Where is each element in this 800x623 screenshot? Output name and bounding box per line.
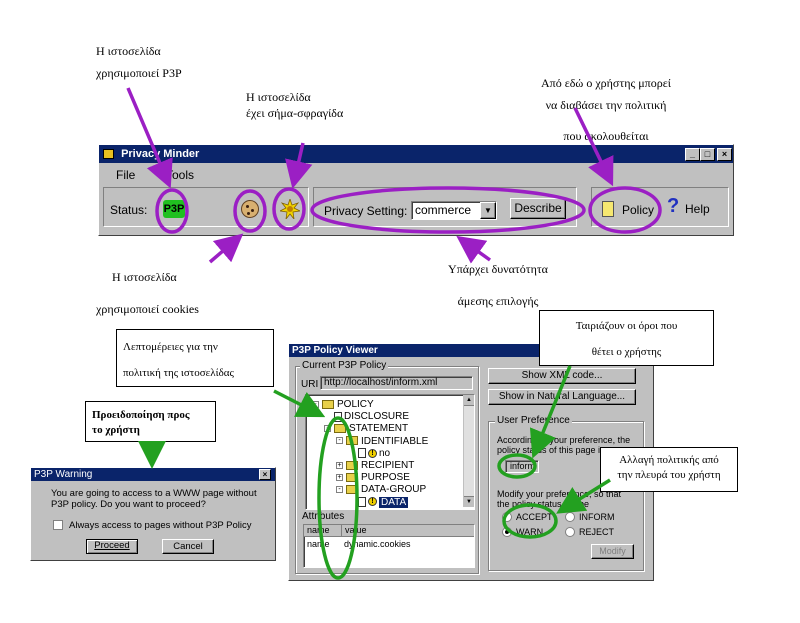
modify-button[interactable]: Modify [591, 544, 634, 559]
folder-icon [322, 399, 334, 409]
radio-accept[interactable] [502, 512, 512, 522]
privacy-setting-label: Privacy Setting: [324, 204, 408, 218]
current-policy-label: Current P3P Policy [300, 360, 389, 371]
show-xml-button[interactable]: Show XML code... [488, 368, 636, 384]
policy-status-field: inform [505, 460, 539, 473]
folder-icon [346, 460, 358, 470]
warning-close-button[interactable]: × [259, 469, 271, 480]
tree-node[interactable]: !no [348, 448, 390, 460]
describe-button[interactable]: Describe [510, 198, 566, 219]
tree-node-label: IDENTIFIABLE [361, 435, 429, 447]
tree-node[interactable]: - STATEMENT [324, 423, 408, 435]
tree-node-label: DATA [379, 496, 409, 508]
collapse-icon[interactable]: - [336, 437, 343, 445]
tree-node[interactable]: - IDENTIFIABLE [336, 436, 428, 448]
collapse-icon[interactable]: - [324, 425, 331, 433]
tree-node[interactable]: DISCLOSURE [324, 411, 409, 423]
status-panel [103, 187, 309, 227]
attributes-table[interactable]: name value name dynamic.cookies [303, 524, 475, 568]
note-policy-change: Αλλαγή πολιτικής από την πλευρά του χρήσ… [600, 447, 738, 492]
cookie-icon[interactable] [241, 200, 259, 218]
collapse-icon[interactable]: - [312, 400, 319, 408]
tree-node[interactable]: + PURPOSE [336, 472, 410, 484]
policy-button[interactable]: Policy [602, 200, 660, 220]
help-button[interactable]: ? Help [667, 195, 710, 217]
annotation-read-policy: Από εδώ ο χρήστης μπορεί να διαβάσει την… [541, 76, 671, 144]
tree-node-label: PURPOSE [361, 472, 410, 484]
minder-title: Privacy Minder [121, 148, 200, 160]
tree-node-label: STATEMENT [349, 423, 409, 435]
document-icon [334, 411, 342, 422]
p3p-icon[interactable]: P3P [163, 200, 185, 218]
tree-node[interactable]: + RECIPIENT [336, 460, 414, 472]
seal-icon[interactable] [278, 197, 302, 221]
radio-accept-label: ACCEPT [516, 512, 553, 522]
tree-scrollbar[interactable]: ▲ ▼ [463, 395, 474, 507]
user-preference-label: User Preference [495, 415, 572, 426]
minimize-button[interactable]: _ [685, 148, 700, 161]
expand-icon[interactable]: + [336, 461, 343, 469]
radio-inform-label: INFORM [579, 512, 615, 522]
maximize-button[interactable]: □ [700, 148, 715, 161]
folder-icon [346, 485, 358, 495]
p3p-warning-dialog: P3P Warning × You are going to access to… [30, 467, 276, 561]
attributes-label: Attributes [302, 511, 345, 522]
document-icon [358, 496, 366, 507]
note-user-warning: Προειδοποίηση προς το χρήστη [85, 401, 216, 442]
close-button[interactable]: × [717, 148, 732, 161]
tree-node[interactable]: - DATA-GROUP [336, 484, 426, 496]
privacy-minder-window: Privacy Minder _ □ × File Tools Status: … [98, 144, 734, 236]
warning-icon: ! [368, 497, 377, 507]
always-access-checkbox[interactable] [53, 520, 63, 530]
folder-icon [346, 436, 358, 446]
annotation-direct-choice: Υπάρχει δυνατότητα άμεσης επιλογής [448, 262, 548, 308]
status-label: Status: [110, 203, 148, 217]
radio-warn-label: WARN [516, 527, 544, 537]
menu-item-file[interactable]: File [116, 168, 136, 182]
folder-icon [334, 424, 346, 434]
always-access-label: Always access to pages without P3P Polic… [69, 520, 252, 531]
modify-text: Modify your preference, so that the poli… [497, 489, 622, 509]
tree-node-label: DISCLOSURE [344, 411, 410, 423]
chevron-down-icon[interactable]: ▼ [480, 202, 496, 219]
tree-node-label: POLICY [337, 399, 374, 410]
uri-field: http://localhost/inform.xml [320, 376, 473, 390]
attr-header-value[interactable]: value [342, 525, 474, 537]
warning-titlebar: P3P Warning [31, 468, 275, 481]
attr-cell-value: dynamic.cookies [344, 539, 411, 549]
note-policy-details: Λεπτομέρειες για την πολιτική της ιστοσε… [116, 329, 274, 387]
cancel-button[interactable]: Cancel [162, 539, 214, 554]
tree-node-label: no [379, 447, 391, 459]
uri-label: URI [301, 379, 319, 390]
tree-node[interactable]: !DATA [348, 496, 409, 509]
attr-cell-name: name [307, 539, 330, 549]
document-icon [358, 448, 366, 459]
menu-item-tools[interactable]: Tools [166, 168, 195, 182]
folder-icon [346, 473, 358, 483]
tree-node-label: DATA-GROUP [361, 484, 427, 496]
annotation-uses-p3p: Η ιστοσελίδα χρησιμοποιεί P3P [96, 44, 182, 80]
proceed-button[interactable]: Proceed [86, 539, 138, 554]
note-terms-match: Ταιριάζουν οι όροι που θέτει ο χρήστης [539, 310, 714, 366]
collapse-icon[interactable]: - [336, 486, 343, 494]
show-natural-language-button[interactable]: Show in Natural Language... [488, 389, 636, 405]
warning-message: You are going to access to a WWW page wi… [51, 488, 257, 510]
policy-document-icon [602, 201, 614, 217]
warning-icon: ! [368, 448, 377, 458]
radio-reject-label: REJECT [579, 527, 615, 537]
minder-titlebar: Privacy Minder [99, 145, 733, 163]
privacy-setting-select[interactable]: commerce ▼ [411, 201, 497, 220]
expand-icon[interactable]: + [336, 474, 343, 482]
radio-inform[interactable] [565, 512, 575, 522]
tree-node-label: RECIPIENT [361, 460, 415, 471]
radio-reject[interactable] [565, 527, 575, 537]
attr-header-name[interactable]: name [304, 525, 342, 537]
help-icon: ? [667, 195, 680, 217]
annotation-has-seal: Η ιστοσελίδα έχει σήμα-σφραγίδα [246, 90, 344, 120]
annotation-uses-cookies: Η ιστοσελίδα χρησιμοποιεί cookies [96, 270, 199, 316]
tree-node[interactable]: - POLICY [312, 399, 374, 411]
minder-app-icon [103, 149, 114, 160]
radio-warn[interactable] [502, 527, 512, 537]
